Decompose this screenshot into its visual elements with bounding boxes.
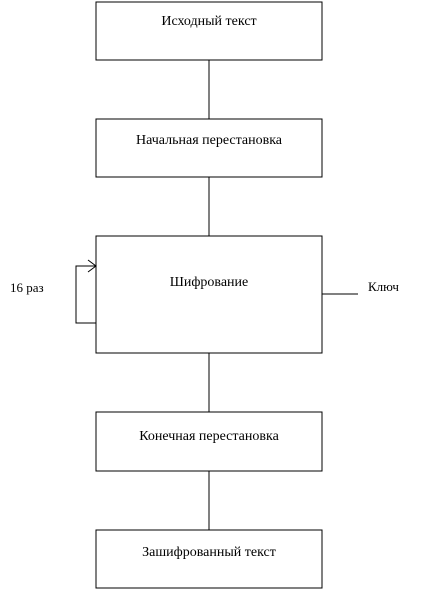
- initial-permutation-box: [95, 118, 323, 178]
- encryption-box: [95, 235, 323, 354]
- input-label: Исходный текст: [161, 14, 256, 29]
- loop-label: 16 раз: [10, 280, 44, 295]
- initial-permutation-label: Начальная перестановка: [136, 133, 283, 148]
- final-permutation-label: Конечная перестановка: [139, 429, 279, 444]
- loop-arrow: [75, 265, 96, 324]
- key-label: Ключ: [368, 279, 399, 294]
- input-box: [95, 1, 323, 61]
- encryption-label: Шифрование: [170, 275, 249, 290]
- loop-arrowhead: [87, 259, 97, 273]
- final-permutation-box: [95, 411, 323, 472]
- output-label: Зашифрованный текст: [142, 545, 276, 560]
- output-box: [95, 529, 323, 589]
